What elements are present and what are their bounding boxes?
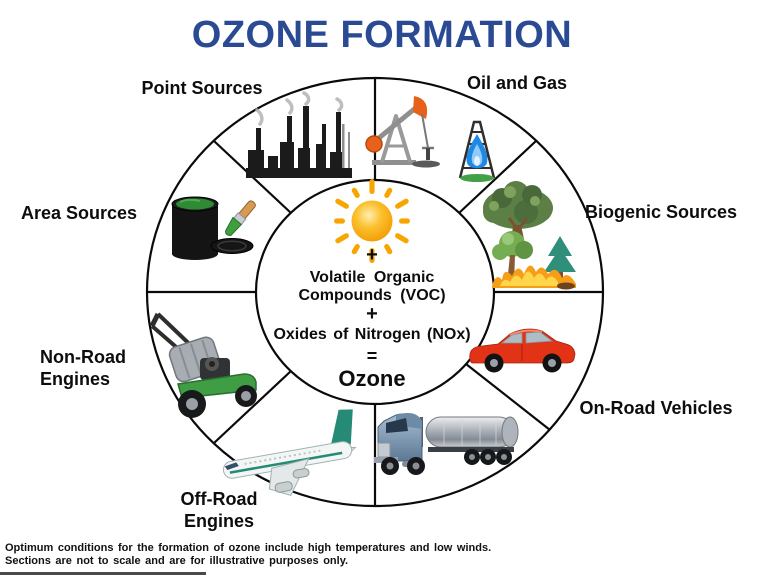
divider-lower-right xyxy=(465,363,551,431)
label-non-road-line1: Non-Road xyxy=(40,347,126,367)
label-on-road-vehicles: On-Road Vehicles xyxy=(579,398,733,418)
airplane-icon xyxy=(222,409,357,497)
center-voc-line1: Volatile Organic xyxy=(309,269,435,286)
footnote: Optimum conditions for the formation of … xyxy=(5,542,491,568)
label-non-road-engines: Non-Road Engines xyxy=(40,346,126,390)
label-off-road-engines: Off-Road Engines xyxy=(181,488,258,532)
label-point-sources: Point Sources xyxy=(141,78,263,98)
gas-derrick-icon xyxy=(458,120,496,182)
label-biogenic-sources: Biogenic Sources xyxy=(584,202,738,222)
center-plus-2: + xyxy=(366,303,378,325)
label-off-road-line1: Off-Road xyxy=(180,489,258,509)
wildfire-trees-icon xyxy=(492,231,576,290)
label-off-road-line2: Engines xyxy=(183,511,255,531)
car-icon xyxy=(469,328,576,373)
center-plus-1: + xyxy=(366,244,378,266)
divider-upper-right xyxy=(458,140,537,214)
paint-brush-icon xyxy=(225,200,256,236)
bottom-edge-strip xyxy=(0,572,206,575)
center-result-ozone: Ozone xyxy=(338,366,406,391)
sun-icon xyxy=(334,179,410,263)
label-oil-and-gas: Oil and Gas xyxy=(466,73,568,93)
center-nox-line: Oxides of Nitrogen (NOx) xyxy=(273,326,471,343)
paint-can-icon xyxy=(171,196,256,260)
center-equals: = xyxy=(366,346,378,366)
page-title: OZONE FORMATION xyxy=(191,14,573,56)
label-area-sources: Area Sources xyxy=(20,203,138,223)
footnote-line2: Sections are not to scale and are for il… xyxy=(5,555,349,567)
oil-pumpjack-icon xyxy=(365,96,440,168)
divider-lower-left xyxy=(213,370,292,444)
tanker-truck-icon xyxy=(374,413,519,475)
lawn-mower-icon xyxy=(149,312,257,418)
footnote-line1: Optimum conditions for the formation of … xyxy=(5,542,492,554)
center-voc-line2: Compounds (VOC) xyxy=(298,287,446,304)
factory-icon xyxy=(246,91,352,178)
tree-icon xyxy=(483,181,553,244)
label-non-road-line2: Engines xyxy=(40,369,111,389)
